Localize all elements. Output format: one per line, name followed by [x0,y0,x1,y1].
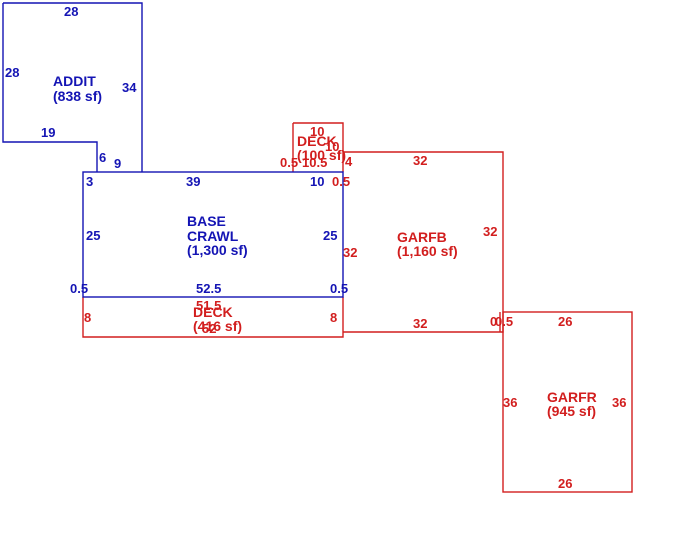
deck-top-outline [292,122,344,172]
deck-top-dim-bottom: 10.5 [302,155,327,170]
base-dim-top-right: 10 [310,174,324,189]
deck-top-name: DECK [297,133,337,149]
base-name-line2: CRAWL [187,228,239,244]
deck-bottom-area: (416 sf) [193,318,242,334]
addit-dim-notch-side: 6 [99,150,106,165]
deck-bottom-dim-bottom: 52 [202,321,216,336]
deck-top-dim-left-bottom: 0.5 [280,155,298,170]
addit-name: ADDIT [53,73,96,89]
base-area: (1,300 sf) [187,242,248,258]
addit-outline [2,2,143,172]
garfr-dim-right: 36 [612,395,626,410]
base-dim-bottom: 52.5 [196,281,221,296]
base-dim-left: 25 [86,228,100,243]
addit-dim-left: 28 [5,65,19,80]
addit-dim-right: 34 [122,80,137,95]
garfr-dim-left: 36 [503,395,517,410]
deck-top-dim-right: 10 [325,139,339,154]
base-dim-bottom-right: 0.5 [330,281,348,296]
base-crawl-outline [82,171,344,298]
garfr-name: GARFR [547,389,597,405]
garfr-area: (945 sf) [547,403,596,419]
garfb-area: (1,160 sf) [397,243,458,259]
garfb-dim-top-left: 0.5 [332,174,350,189]
base-dim-left-step: 3 [86,174,93,189]
garfr-dim-bottom: 26 [558,476,572,491]
addit-dim-top: 28 [64,4,78,19]
deck-top-dim-right-bottom: 4 [345,154,353,169]
deck-bottom-dim-right: 8 [330,310,337,325]
addit-area: (838 sf) [53,88,102,104]
base-dim-bottom-left: 0.5 [70,281,88,296]
garfb-dim-bottom: 32 [413,316,427,331]
garfb-outline [343,151,504,333]
garfb-dim-top: 32 [413,153,427,168]
deck-top-area: (100 sf) [297,147,346,163]
addit-dim-notch-bottom: 19 [41,125,55,140]
deck-bottom-dim-top: 51.5 [196,298,221,313]
garfb-dim-right: 32 [483,224,497,239]
garfr-outline [502,311,633,493]
garfr-dim-top: 26 [558,314,572,329]
garfb-dim-bottom-right: 0.5 [495,314,513,329]
garfr-dim-top-left: 0 [490,314,497,329]
base-dim-top: 39 [186,174,200,189]
deck-top-dim-top: 10 [310,124,324,139]
garfb-name: GARFB [397,229,447,245]
garfb-dim-left: 32 [343,245,357,260]
deck-bottom-dim-left: 8 [84,310,91,325]
base-name-line1: BASE [187,213,226,229]
base-dim-right: 25 [323,228,337,243]
addit-dim-bottom-right: 9 [114,156,121,171]
deck-bottom-outline [82,297,344,338]
deck-bottom-name: DECK [193,304,233,320]
